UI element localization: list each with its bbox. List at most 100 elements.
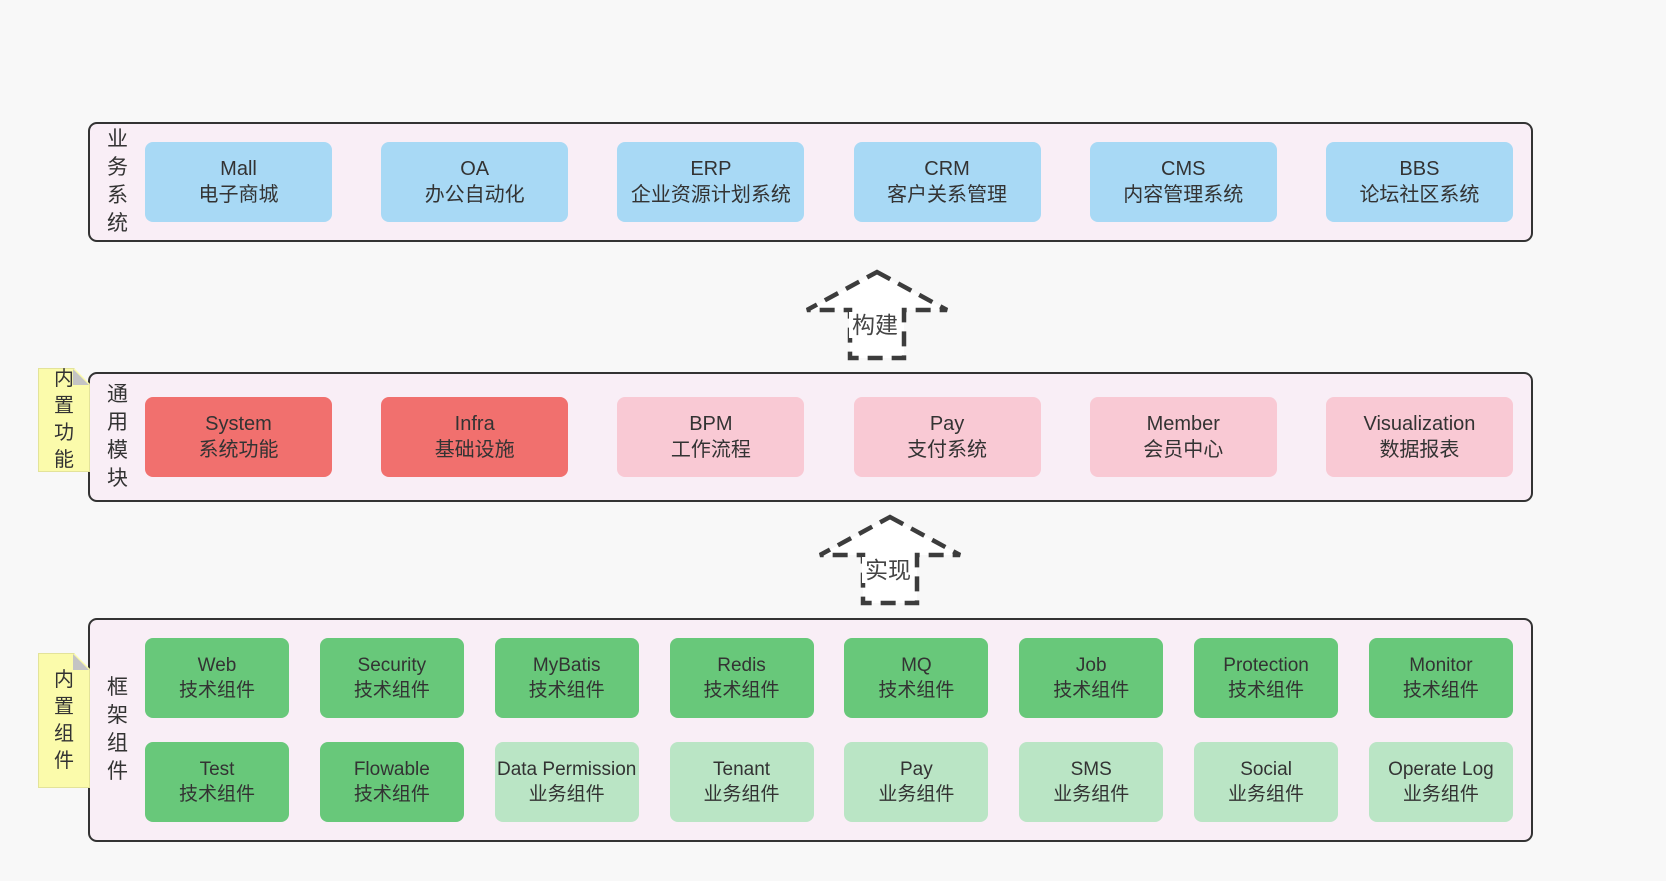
box-title: Member — [1146, 413, 1220, 435]
box-sms: SMS 业务组件 — [1019, 742, 1164, 822]
box-subtitle: 技术组件 — [353, 680, 430, 701]
box-data-permission: Data Permission 业务组件 — [494, 742, 639, 822]
box-redis: Redis 技术组件 — [669, 638, 814, 718]
box-title: Monitor — [1409, 655, 1473, 676]
sticky-note-text: 内置功能 — [54, 368, 74, 471]
box-title: Web — [197, 655, 237, 676]
box-pay: Pay 业务组件 — [844, 742, 989, 822]
band-label-framework: 框架组件 — [90, 620, 145, 840]
box-subtitle: 会员中心 — [1143, 439, 1224, 461]
box-security: Security 技术组件 — [319, 638, 464, 718]
box-monitor: Monitor 技术组件 — [1368, 638, 1513, 718]
box-erp: ERP 企业资源计划系统 — [617, 142, 805, 222]
box-operate-log: Operate Log 业务组件 — [1368, 742, 1513, 822]
box-title: Tenant — [713, 759, 771, 780]
box-subtitle: 内容管理系统 — [1123, 184, 1244, 206]
sticky-note-builtin-functions: 内置功能 — [38, 368, 90, 472]
box-title: Pay — [900, 759, 933, 780]
box-title: Operate Log — [1388, 759, 1494, 780]
box-title: Flowable — [353, 759, 430, 780]
box-subtitle: 技术组件 — [353, 784, 430, 805]
box-title: CMS — [1161, 158, 1206, 180]
box-social: Social 业务组件 — [1194, 742, 1339, 822]
box-subtitle: 电子商城 — [198, 184, 279, 206]
band-label-framework-text: 框架组件 — [107, 676, 128, 783]
box-title: SMS — [1070, 759, 1112, 780]
box-subtitle: 技术组件 — [1228, 680, 1305, 701]
box-subtitle: 企业资源计划系统 — [630, 184, 791, 206]
box-title: Redis — [717, 655, 766, 676]
box-subtitle: 技术组件 — [703, 680, 780, 701]
box-title: Mall — [220, 158, 257, 180]
box-subtitle: 技术组件 — [1402, 680, 1479, 701]
box-title: CRM — [924, 158, 970, 180]
box-subtitle: 业务组件 — [528, 784, 605, 805]
arrow-label-build: 构建 — [849, 312, 901, 338]
box-flowable: Flowable 技术组件 — [319, 742, 464, 822]
box-subtitle: 技术组件 — [528, 680, 605, 701]
box-title: Social — [1240, 759, 1292, 780]
box-subtitle: 业务组件 — [703, 784, 780, 805]
box-subtitle: 工作流程 — [670, 439, 751, 461]
box-subtitle: 数据报表 — [1379, 439, 1460, 461]
box-subtitle: 支付系统 — [907, 439, 988, 461]
box-title: Security — [357, 655, 427, 676]
box-job: Job 技术组件 — [1019, 638, 1164, 718]
band-label-business-text: 业务系统 — [107, 128, 128, 235]
box-title: Infra — [454, 413, 495, 435]
box-subtitle: 业务组件 — [1402, 784, 1479, 805]
box-title: Test — [199, 759, 235, 780]
box-infra: Infra 基础设施 — [381, 397, 569, 477]
sticky-note-builtin-components: 内置组件 — [38, 653, 90, 788]
box-oa: OA 办公自动化 — [381, 142, 569, 222]
box-mybatis: MyBatis 技术组件 — [494, 638, 639, 718]
box-title: ERP — [690, 158, 732, 180]
box-title: MQ — [901, 655, 932, 676]
band-label-modules-text: 通用模块 — [107, 383, 128, 490]
box-title: Visualization — [1363, 413, 1476, 435]
sticky-note-text: 内置组件 — [54, 668, 74, 772]
box-subtitle: 技术组件 — [1053, 680, 1130, 701]
box-visualization: Visualization 数据报表 — [1325, 397, 1513, 477]
box-cms: CMS 内容管理系统 — [1089, 142, 1277, 222]
box-subtitle: 业务组件 — [878, 784, 955, 805]
band-label-business: 业务系统 — [90, 124, 145, 240]
box-member: Member 会员中心 — [1089, 397, 1277, 477]
box-subtitle: 基础设施 — [434, 439, 515, 461]
box-subtitle: 技术组件 — [178, 680, 255, 701]
box-title: Data Permission — [496, 759, 637, 780]
box-system: System 系统功能 — [145, 397, 332, 477]
folded-corner-icon — [73, 654, 89, 670]
box-subtitle: 技术组件 — [878, 680, 955, 701]
box-subtitle: 系统功能 — [198, 439, 279, 461]
box-title: System — [205, 413, 272, 435]
box-mq: MQ 技术组件 — [844, 638, 989, 718]
box-subtitle: 业务组件 — [1228, 784, 1305, 805]
arrow-label-implement: 实现 — [862, 557, 914, 583]
box-title: OA — [460, 158, 490, 180]
box-bbs: BBS 论坛社区系统 — [1325, 142, 1513, 222]
box-subtitle: 论坛社区系统 — [1359, 184, 1480, 206]
box-subtitle: 技术组件 — [178, 784, 255, 805]
box-test: Test 技术组件 — [145, 742, 289, 822]
box-tenant: Tenant 业务组件 — [669, 742, 814, 822]
box-title: Job — [1075, 655, 1107, 676]
box-subtitle: 业务组件 — [1053, 784, 1130, 805]
box-title: Protection — [1223, 655, 1309, 676]
box-title: BBS — [1399, 158, 1440, 180]
box-title: MyBatis — [532, 655, 601, 676]
box-subtitle: 办公自动化 — [424, 184, 525, 206]
band-label-modules: 通用模块 — [90, 374, 145, 500]
box-web: Web 技术组件 — [145, 638, 289, 718]
box-protection: Protection 技术组件 — [1194, 638, 1339, 718]
